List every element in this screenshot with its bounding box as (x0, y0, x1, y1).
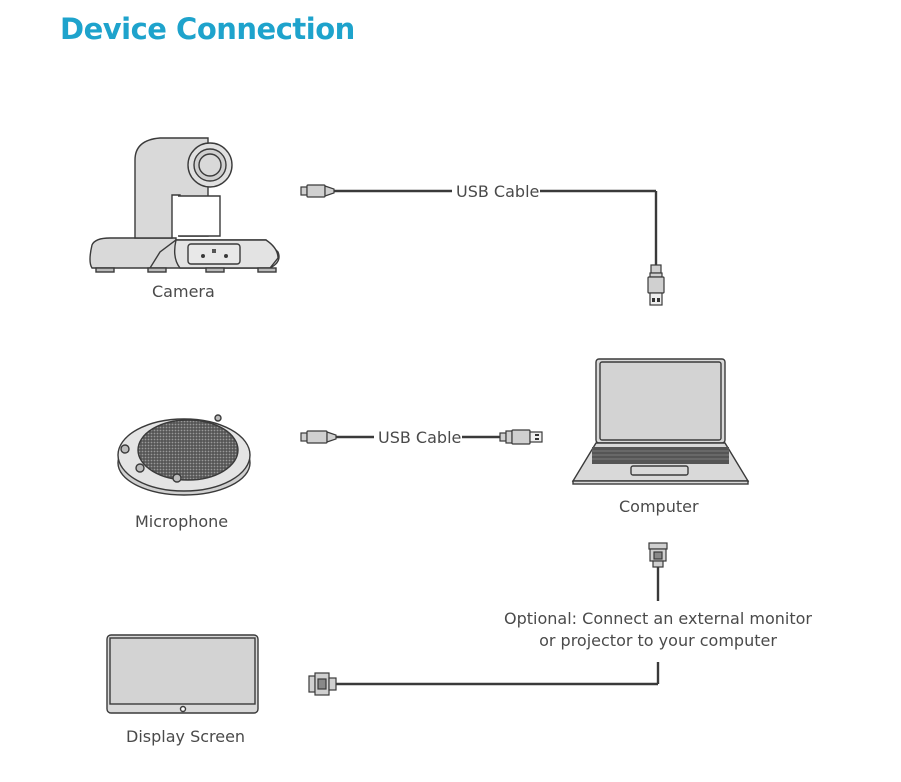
camera-usb-cable (300, 184, 665, 306)
computer-label: Computer (619, 497, 699, 516)
page-title: Device Connection (60, 12, 355, 46)
display-screen-label: Display Screen (126, 727, 246, 746)
microphone-label: Microphone (135, 512, 229, 531)
note-line-2: or projector to your computer (539, 631, 777, 650)
camera-icon (89, 137, 280, 273)
camera-label: Camera (152, 282, 215, 301)
optional-monitor-note: Optional: Connect an external monitor or… (500, 608, 816, 652)
camera-cable-label: USB Cable (456, 182, 540, 201)
microphone-usb-cable (300, 429, 543, 445)
microphone-icon (117, 414, 251, 496)
note-line-1: Optional: Connect an external monitor (504, 609, 812, 628)
microphone-cable-label: USB Cable (378, 428, 462, 447)
display-screen-icon (106, 634, 259, 714)
computer-icon (571, 358, 750, 485)
vga-cable (308, 542, 668, 696)
